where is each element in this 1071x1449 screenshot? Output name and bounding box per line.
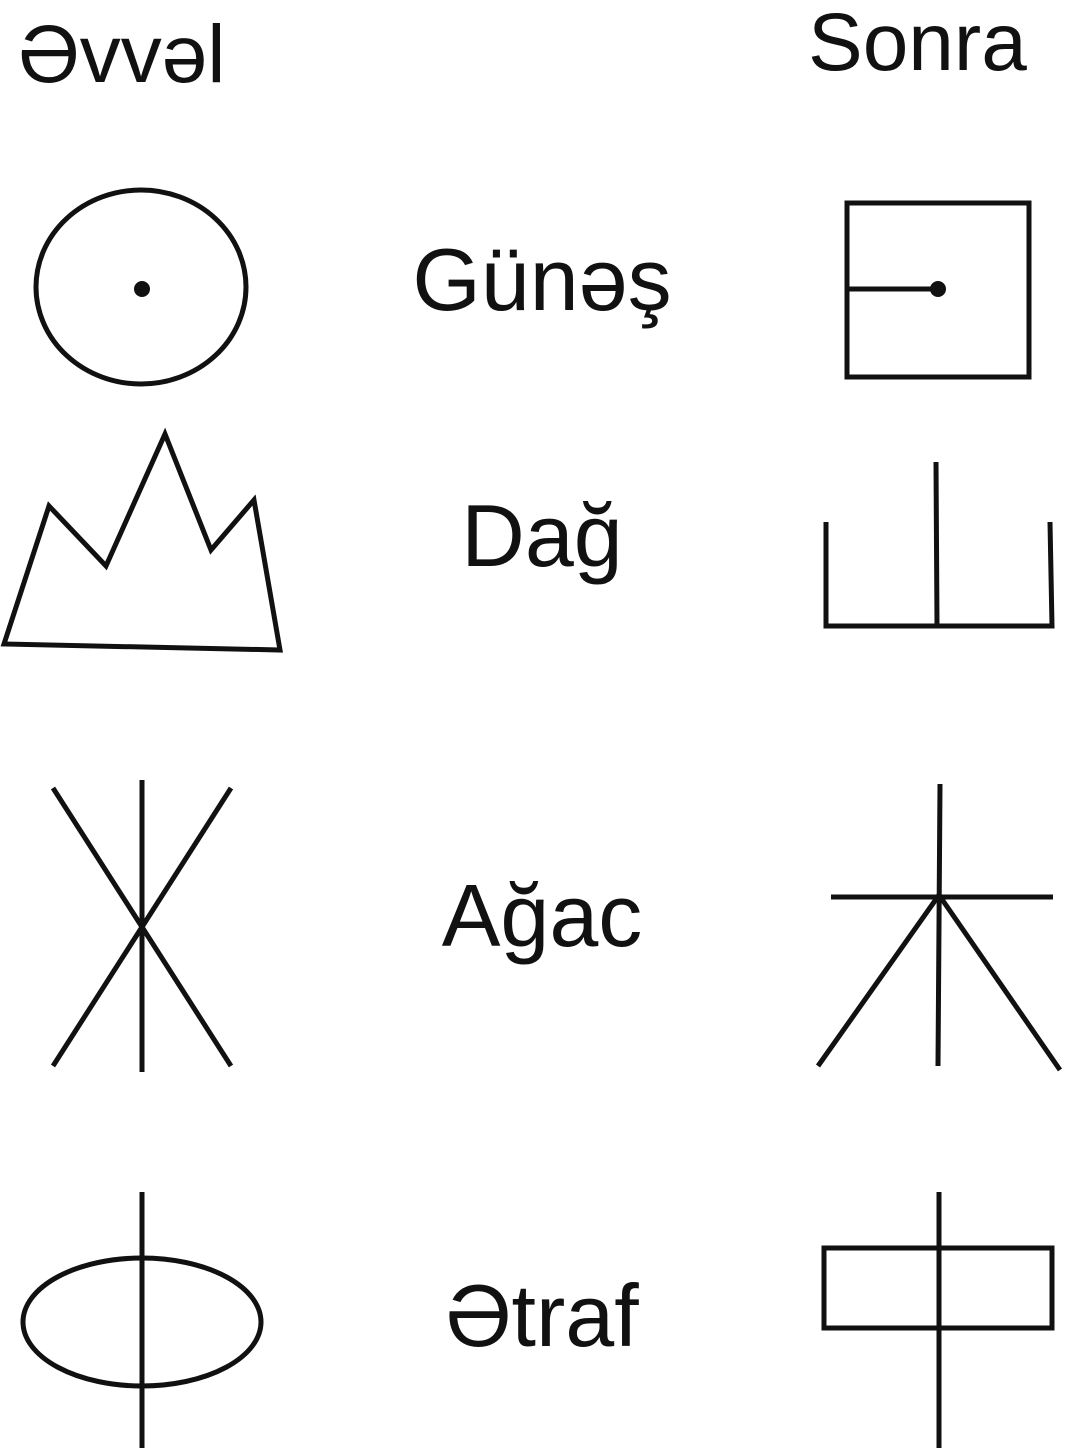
tree-character-icon: [815, 783, 1063, 1072]
row-word-surroundings: Ətraf: [445, 1266, 639, 1365]
tree-pictograph-icon: [50, 780, 234, 1072]
sun-character-icon: [844, 200, 1032, 380]
middle-character-icon: [821, 1192, 1055, 1448]
middle-pictograph-icon: [20, 1192, 264, 1448]
header-before: Əvvəl: [18, 9, 226, 100]
row-word-tree: Ağac: [441, 866, 643, 965]
sun-pictograph-icon: [33, 187, 249, 387]
header-after: Sonra: [808, 0, 1027, 88]
mountain-pictograph-icon: [0, 427, 283, 653]
mountain-character-icon: [823, 461, 1055, 629]
row-word-sun: Günəş: [412, 230, 672, 329]
row-word-mountain: Dağ: [461, 486, 623, 585]
